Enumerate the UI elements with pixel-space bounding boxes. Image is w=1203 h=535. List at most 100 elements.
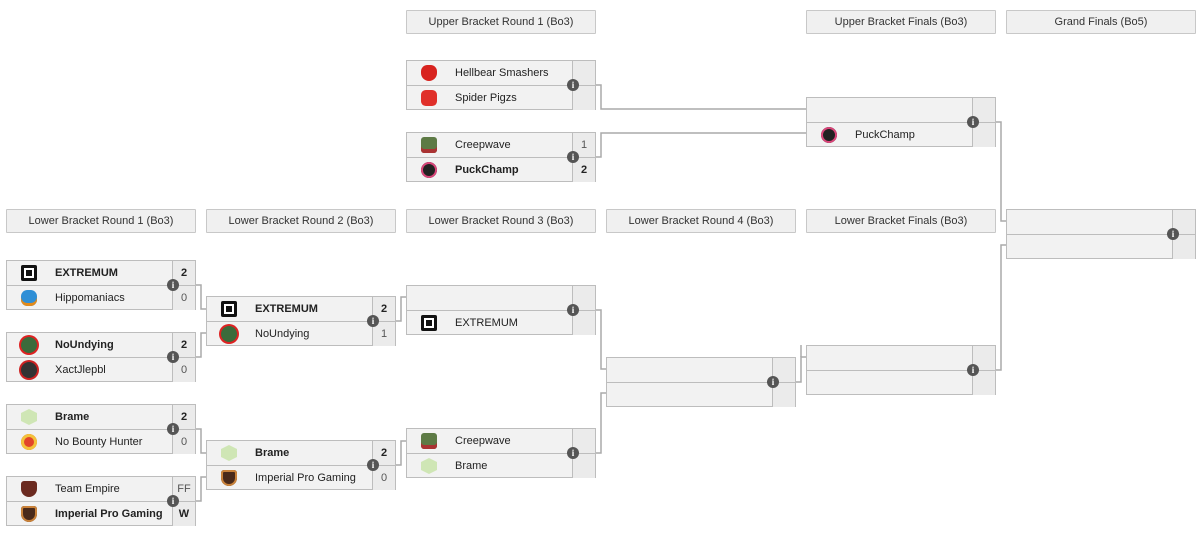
team-name[interactable]: EXTREMUM <box>255 303 318 315</box>
team-name[interactable]: Brame <box>255 447 290 459</box>
match-info-icon[interactable]: i <box>367 459 379 471</box>
match-info-icon[interactable]: i <box>167 423 179 435</box>
team-score <box>772 358 795 382</box>
team-score: 0 <box>172 358 195 382</box>
team-row[interactable] <box>807 346 995 370</box>
team-row[interactable] <box>407 286 595 310</box>
team-row[interactable]: Creepwave 1 <box>407 133 595 157</box>
connector <box>596 132 806 158</box>
match-info-icon[interactable]: i <box>967 364 979 376</box>
team-row[interactable] <box>1007 234 1195 259</box>
match-info-icon[interactable]: i <box>367 315 379 327</box>
team-score: 0 <box>372 466 395 490</box>
team-row[interactable] <box>607 382 795 407</box>
match-info-icon[interactable]: i <box>567 447 579 459</box>
team-name[interactable]: PuckChamp <box>455 164 519 176</box>
connector <box>596 309 606 370</box>
brown-shield-logo-icon <box>21 506 37 522</box>
team-name[interactable]: NoUndying <box>255 328 310 340</box>
team-score: 2 <box>172 261 195 285</box>
green-creep-logo-icon <box>421 433 437 449</box>
team-name[interactable]: Hippomaniacs <box>55 292 125 304</box>
team-row[interactable]: No Bounty Hunter 0 <box>7 429 195 454</box>
red-pig-logo-icon <box>421 90 437 106</box>
match-info-icon[interactable]: i <box>567 151 579 163</box>
team-row[interactable]: XactJlepbl 0 <box>7 357 195 382</box>
team-row[interactable] <box>607 358 795 382</box>
team-name[interactable]: Creepwave <box>455 435 511 447</box>
team-row[interactable]: Spider Pigzs <box>407 85 595 110</box>
team-name[interactable]: EXTREMUM <box>55 267 118 279</box>
match-box: i <box>606 357 796 407</box>
team-row[interactable]: Imperial Pro Gaming W <box>7 501 195 526</box>
green-skull-logo-icon <box>21 337 37 353</box>
match-info-icon[interactable]: i <box>567 79 579 91</box>
team-name[interactable]: Imperial Pro Gaming <box>255 472 356 484</box>
black-crosshair-logo-icon <box>221 301 237 317</box>
connector <box>196 476 206 502</box>
match-info-icon[interactable]: i <box>167 495 179 507</box>
team-name[interactable]: EXTREMUM <box>455 317 518 329</box>
brown-shield-logo-icon <box>221 470 237 486</box>
connector <box>596 84 806 110</box>
match-info-icon[interactable]: i <box>567 304 579 316</box>
team-name[interactable]: Creepwave <box>455 139 511 151</box>
team-name[interactable]: Team Empire <box>55 483 120 495</box>
team-row[interactable]: EXTREMUM 2 <box>7 261 195 285</box>
team-name[interactable]: Imperial Pro Gaming <box>55 508 163 520</box>
connector <box>796 356 806 383</box>
team-row[interactable]: PuckChamp <box>807 122 995 147</box>
round-header: Upper Bracket Round 1 (Bo3) <box>406 10 596 34</box>
team-name[interactable]: Brame <box>455 460 488 472</box>
team-row[interactable]: Hellbear Smashers <box>407 61 595 85</box>
team-score: 1 <box>572 133 595 157</box>
team-score <box>972 346 995 370</box>
match-box: PuckChamp i <box>806 97 996 147</box>
team-row[interactable]: Brame <box>407 453 595 478</box>
team-row[interactable] <box>807 98 995 122</box>
team-score: 0 <box>172 430 195 454</box>
team-row[interactable] <box>1007 210 1195 234</box>
team-name[interactable]: Spider Pigzs <box>455 92 517 104</box>
match-info-icon[interactable]: i <box>167 351 179 363</box>
team-name[interactable]: Hellbear Smashers <box>455 67 549 79</box>
green-skull-logo-icon <box>221 326 237 342</box>
team-score <box>1172 235 1195 259</box>
team-row[interactable]: Imperial Pro Gaming 0 <box>207 465 395 490</box>
match-info-icon[interactable]: i <box>167 279 179 291</box>
team-score: W <box>172 502 195 526</box>
team-name[interactable]: NoUndying <box>55 339 114 351</box>
team-score: 0 <box>172 286 195 310</box>
team-row[interactable]: Hippomaniacs 0 <box>7 285 195 310</box>
team-row[interactable] <box>807 370 995 395</box>
red-circle-logo-icon <box>21 434 37 450</box>
connector <box>996 121 1006 222</box>
team-name[interactable]: Brame <box>55 411 90 423</box>
match-info-icon[interactable]: i <box>967 116 979 128</box>
team-score <box>972 371 995 395</box>
team-name[interactable]: No Bounty Hunter <box>55 436 143 448</box>
match-box: EXTREMUM i <box>406 285 596 335</box>
connector <box>996 244 1006 371</box>
round-header: Lower Bracket Round 1 (Bo3) <box>6 209 196 233</box>
team-row[interactable]: EXTREMUM <box>407 310 595 335</box>
team-name[interactable]: XactJlepbl <box>55 364 106 376</box>
team-row[interactable]: Creepwave <box>407 429 595 453</box>
match-info-icon[interactable]: i <box>767 376 779 388</box>
connector <box>396 440 406 466</box>
match-info-icon[interactable]: i <box>1167 228 1179 240</box>
team-row[interactable]: NoUndying 2 <box>7 333 195 357</box>
team-score: 2 <box>172 333 195 357</box>
green-hex-logo-icon <box>221 445 237 461</box>
team-name[interactable]: PuckChamp <box>855 129 915 141</box>
